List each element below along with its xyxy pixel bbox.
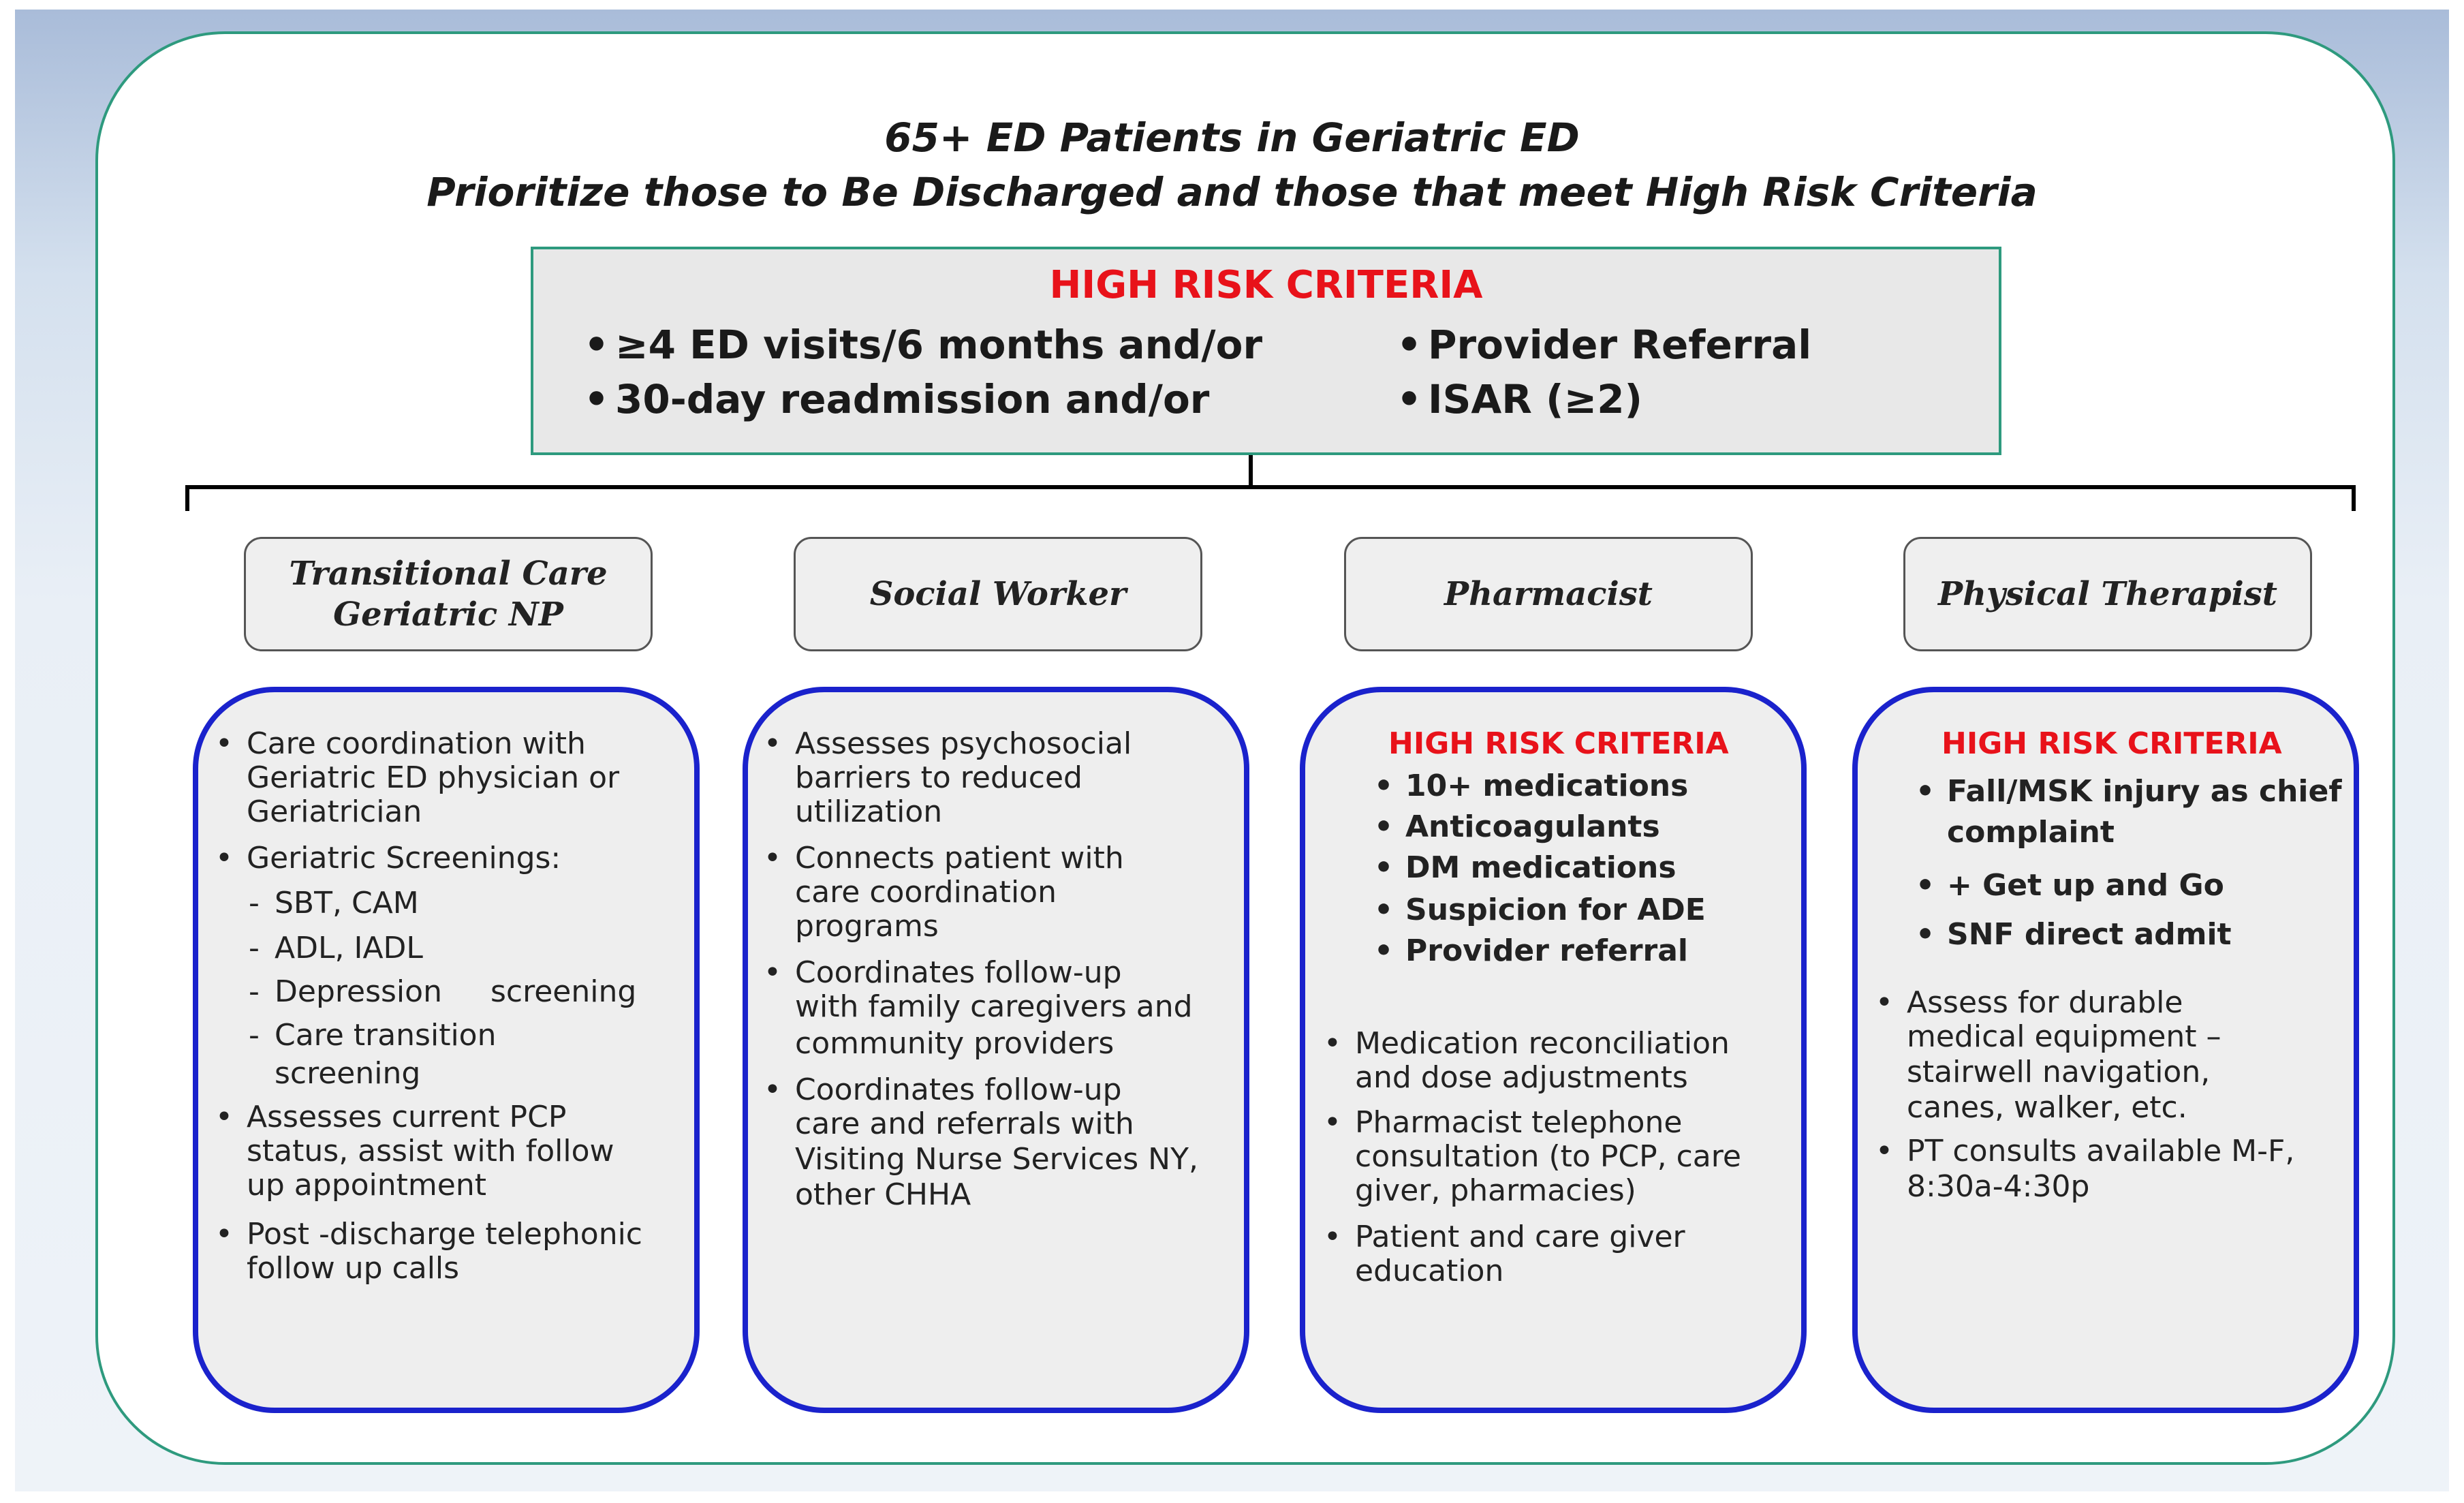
role-social-worker: Social Worker [794,537,1202,651]
pharm-criteria-item: Provider referral [1374,933,1688,969]
sw-bullet-line: barriers to reduced [795,760,1082,795]
sw-bullet-line: Coordinates follow-up [764,955,1122,991]
title-line-1: 65+ ED Patients in Geriatric ED [884,114,1580,161]
pharm-criteria-title: HIGH RISK CRITERIA [1388,726,1729,761]
role-label: Transitional Care Geriatric NP [289,555,608,634]
criteria-item: Provider Referral [1397,322,1811,368]
pt-bullet-line: canes, walker, etc. [1907,1090,2187,1125]
pt-bullet-line: stairwell navigation, [1907,1055,2211,1089]
pharm-bullet-line: and dose adjustments [1355,1060,1688,1095]
role-label: Pharmacist [1444,575,1653,613]
criteria-item: 30-day readmission and/or [584,376,1209,422]
sw-bullet-line: care coordination [795,875,1057,910]
pt-criteria-item: complaint [1947,815,2115,850]
np-sub-item: Depression [249,974,442,1010]
np-sub-item: SBT, CAM [249,886,419,921]
pharm-bullet-line: education [1355,1254,1504,1288]
pharm-criteria-item: Anticoagulants [1374,809,1660,845]
criteria-title: HIGH RISK CRITERIA [1049,263,1483,307]
np-bullet-line: follow up calls [247,1251,460,1286]
pt-criteria-item: Fall/MSK injury as chief [1916,774,2342,809]
connector-right-tick [2352,485,2356,511]
np-bullet-line: Care coordination with [215,726,586,762]
sw-bullet-line: Assesses psychosocial [764,726,1132,762]
np-bullet-line: Geriatrician [247,794,422,829]
pt-bullet-line: PT consults available M-F, [1875,1134,2294,1169]
role-transitional-care-np: Transitional Care Geriatric NP [244,537,653,651]
sw-bullet-line: community providers [795,1026,1114,1061]
np-bullet-line: Post -discharge telephonic [215,1217,642,1252]
card-social-worker [743,687,1249,1413]
pharm-bullet-line: Patient and care giver [1324,1220,1685,1255]
role-label: Physical Therapist [1938,575,2277,613]
sw-bullet-line: other CHHA [795,1177,971,1212]
np-bullet-line: Geriatric ED physician or [247,760,620,795]
criteria-item: ≥4 ED visits/6 months and/or [584,322,1262,368]
pharm-bullet-line: Medication reconciliation [1324,1026,1730,1062]
connector-left-tick [185,485,189,511]
np-bullet-line: Geriatric Screenings: [215,841,561,876]
role-pharmacist: Pharmacist [1344,537,1753,651]
role-physical-therapist: Physical Therapist [1903,537,2312,651]
np-bullet-line: up appointment [247,1168,486,1203]
sw-bullet-line: programs [795,909,939,944]
pharm-bullet-line: consultation (to PCP, care [1355,1139,1741,1174]
sw-bullet-line: Connects patient with [764,841,1124,876]
pt-criteria-item: + Get up and Go [1916,868,2224,903]
pharm-criteria-item: Suspicion for ADE [1374,893,1706,928]
connector-stem [1249,455,1253,488]
sw-bullet-line: utilization [795,794,943,829]
pharm-criteria-item: DM medications [1374,850,1676,886]
np-sub-item: ADL, IADL [249,931,423,966]
pharm-bullet-line: Pharmacist telephone [1324,1105,1682,1141]
high-risk-criteria-box: HIGH RISK CRITERIA ≥4 ED visits/6 months… [531,247,2001,455]
np-sub-item: Care transition [249,1018,496,1053]
pharm-bullet-line: giver, pharmacies) [1355,1173,1636,1208]
connector-bar [185,485,2356,489]
pt-bullet-line: 8:30a-4:30p [1907,1169,2090,1204]
sw-bullet-line: Visiting Nurse Services NY, [795,1142,1198,1177]
pt-criteria-title: HIGH RISK CRITERIA [1941,726,2282,761]
sw-bullet-line: with family caregivers and [795,989,1193,1024]
np-bullet-line: Assesses current PCP [215,1100,566,1135]
pt-bullet-line: medical equipment – [1907,1019,2221,1054]
sw-bullet-line: care and referrals with [795,1106,1134,1141]
role-label: Social Worker [869,575,1127,613]
pharm-criteria-item: 10+ medications [1374,769,1688,804]
sw-bullet-line: Coordinates follow-up [764,1072,1122,1108]
np-sub-item: screening [275,1056,421,1091]
np-bullet-line: status, assist with follow [247,1134,614,1168]
pt-bullet-line: Assess for durable [1875,985,2183,1021]
pt-criteria-item: SNF direct admit [1916,917,2232,952]
np-sub-item: screening [490,974,637,1009]
title-line-2: Prioritize those to Be Discharged and th… [426,169,2038,215]
criteria-item: ISAR (≥2) [1397,376,1642,422]
